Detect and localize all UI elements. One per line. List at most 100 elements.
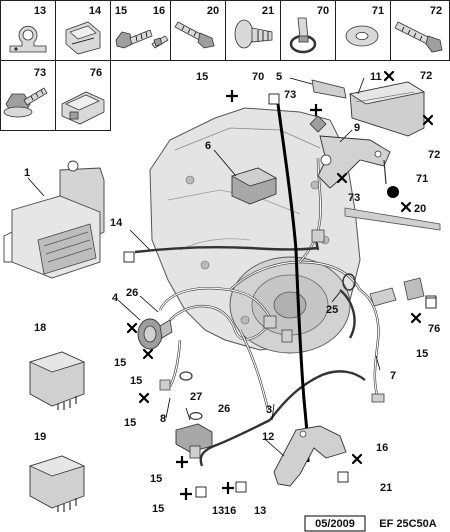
clip-25 [342, 273, 356, 291]
clamp-bracket-icon [9, 25, 47, 53]
callout-76: 76 [428, 323, 440, 335]
marker-square [195, 486, 207, 498]
callout-3: 3 [266, 404, 272, 416]
washer-71 [387, 186, 399, 198]
support-bracket-9 [317, 135, 391, 189]
callout-8: 8 [160, 413, 166, 425]
callout-13b: 13 [254, 505, 266, 517]
callout-27: 27 [190, 391, 202, 403]
callout-26b: 26 [218, 403, 230, 415]
washer-icon [345, 25, 379, 47]
footer-ref: EF 25C50A [379, 518, 437, 530]
push-rivet-icon [234, 19, 273, 49]
header-label-72: 72 [430, 5, 442, 17]
marker-square [235, 481, 247, 493]
footer-date: 05/2009 [315, 518, 355, 530]
flange-bolt-icon [3, 87, 48, 118]
control-module-11 [348, 81, 426, 137]
callout-15f: 15 [152, 503, 164, 515]
header-label-16: 16 [153, 5, 165, 17]
header-label-20: 20 [207, 5, 219, 17]
callout-72b: 72 [428, 149, 440, 161]
callout-73b: 73 [348, 192, 360, 204]
header-label-70: 70 [317, 5, 329, 17]
header-label-13: 13 [34, 5, 46, 17]
connector-clip-icon [61, 91, 105, 125]
sensor-26-assembly [175, 371, 213, 459]
header-label-15: 15 [115, 5, 127, 17]
marker-cross [400, 201, 412, 213]
cell-73 [0, 60, 56, 131]
callout-72a: 72 [420, 70, 432, 82]
callout-15d: 15 [124, 417, 136, 429]
callout-9: 9 [354, 122, 360, 134]
marker-cross [138, 392, 150, 404]
spring-clip-icon [65, 21, 101, 55]
gear-actuator [230, 167, 278, 205]
speed-sensor [137, 318, 173, 350]
callout-14: 14 [110, 217, 123, 229]
callout-15a: 15 [196, 71, 208, 83]
marker-cross [126, 322, 138, 334]
marker-cross [383, 70, 395, 82]
header-label-71: 71 [372, 5, 384, 17]
callout-1: 1 [24, 167, 30, 179]
header-parts-grid: 13 14 15 16 20 21 70 71 72 73 76 [0, 0, 450, 131]
callout-16b: 16 [376, 442, 388, 454]
marker-square [337, 471, 349, 483]
callout-71: 71 [416, 173, 428, 185]
callout-16a: 16 [224, 505, 236, 517]
callout-11: 11 [370, 71, 382, 83]
marker-cross [142, 348, 154, 360]
callout-15b: 15 [114, 357, 126, 369]
callout-73a: 73 [284, 89, 296, 101]
leader-lines [27, 77, 381, 457]
header-label-21: 21 [262, 5, 274, 17]
relay-19 [28, 455, 86, 512]
callout-18: 18 [34, 322, 46, 334]
marker-cross [336, 172, 348, 184]
bolt-73-mounted [309, 115, 327, 133]
fastener-markers [123, 70, 437, 500]
callout-6: 6 [205, 140, 211, 152]
bracket-5 [311, 79, 347, 99]
callout-20: 20 [414, 203, 426, 215]
ecu-module [3, 160, 105, 279]
callout-26a: 26 [126, 287, 138, 299]
long-bolt-icon [394, 21, 443, 53]
stud-bolt-icon [151, 35, 169, 49]
callout-12: 12 [262, 431, 274, 443]
header-label-14: 14 [89, 5, 102, 17]
marker-plus [180, 488, 192, 500]
callout-4: 4 [112, 292, 119, 304]
wiring-harness [134, 103, 425, 467]
marker-cross [351, 453, 363, 465]
marker-plus [310, 104, 322, 116]
callout-21: 21 [380, 482, 392, 494]
callout-15g: 15 [416, 348, 428, 360]
callout-70: 70 [252, 71, 264, 83]
callout-19: 19 [34, 431, 46, 443]
marker-square [123, 251, 135, 263]
footer: 05/2009 EF 25C50A [304, 515, 437, 532]
relay-18 [28, 351, 86, 410]
callout-13a: 13 [212, 505, 224, 517]
callout-5: 5 [276, 71, 282, 83]
marker-square [425, 297, 437, 309]
header-label-76: 76 [90, 67, 102, 79]
callout-25: 25 [326, 304, 338, 316]
marker-square [268, 93, 280, 105]
callout-labels: 1 7 3 4 5 6 8 9 11 12 13 13 14 15 15 15 … [24, 70, 440, 517]
callout-15c: 15 [130, 375, 142, 387]
callout-7: 7 [390, 370, 396, 382]
marker-plus [176, 456, 188, 468]
marker-cross [422, 114, 434, 126]
cell-15 [110, 0, 171, 61]
cable-tie-icon [289, 17, 317, 54]
header-label-73: 73 [34, 67, 46, 79]
threaded-stud-icon [174, 21, 215, 49]
marker-plus [222, 482, 234, 494]
marker-plus [226, 90, 238, 102]
callout-15e: 15 [150, 473, 162, 485]
